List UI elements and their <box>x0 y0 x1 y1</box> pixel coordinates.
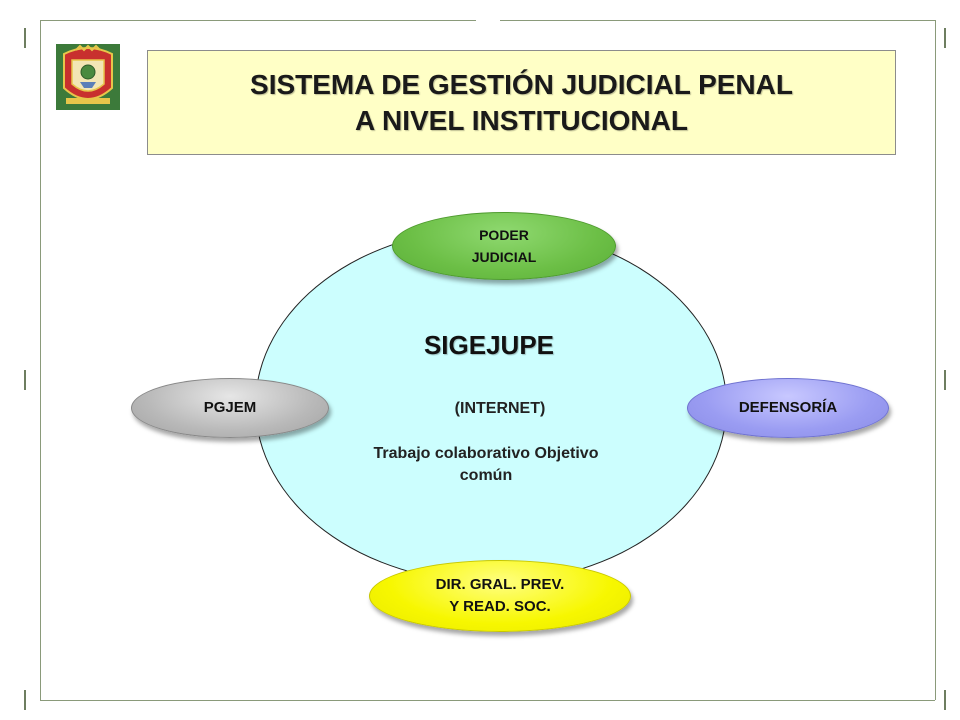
node-defensoria: DEFENSORÍA <box>687 378 889 438</box>
title-banner: SISTEMA DE GESTIÓN JUDICIAL PENAL A NIVE… <box>147 50 896 155</box>
sigejupe-ellipse <box>255 228 727 583</box>
sigejupe-title: SIGEJUPE <box>423 330 555 360</box>
description-line-2: común <box>459 467 513 484</box>
dir-gral-line-2: Y READ. SOC. <box>449 598 551 615</box>
frame-top-line-right <box>500 20 936 21</box>
frame-tick <box>24 690 26 710</box>
defensoria-label: DEFENSORÍA <box>738 399 838 416</box>
frame-left-line <box>40 20 41 700</box>
frame-bottom-line <box>40 700 935 701</box>
frame-tick <box>944 370 946 390</box>
poder-judicial-line-1: PODER <box>479 227 529 243</box>
node-dir-gral: DIR. GRAL. PREV. Y READ. SOC. <box>369 560 631 632</box>
title-line-1: SISTEMA DE GESTIÓN JUDICIAL PENAL <box>250 68 793 100</box>
frame-right-line <box>935 20 936 700</box>
pgjem-label: PGJEM <box>203 399 257 416</box>
sigejupe-subtitle: (INTERNET) <box>454 400 546 417</box>
node-pgjem: PGJEM <box>131 378 329 438</box>
coat-of-arms-emblem <box>56 44 120 110</box>
poder-judicial-line-2: JUDICIAL <box>471 249 537 265</box>
dir-gral-line-1: DIR. GRAL. PREV. <box>435 576 565 593</box>
title-line-2: A NIVEL INSTITUCIONAL <box>355 104 688 136</box>
sigejupe-description: Trabajo colaborativo Objetivo común <box>336 443 636 487</box>
frame-tick <box>944 690 946 710</box>
node-poder-judicial: PODER JUDICIAL <box>392 212 616 280</box>
frame-tick <box>24 28 26 48</box>
frame-top-line <box>40 20 476 21</box>
frame-tick <box>944 28 946 48</box>
description-line-1: Trabajo colaborativo Objetivo <box>373 445 599 462</box>
frame-tick <box>24 370 26 390</box>
